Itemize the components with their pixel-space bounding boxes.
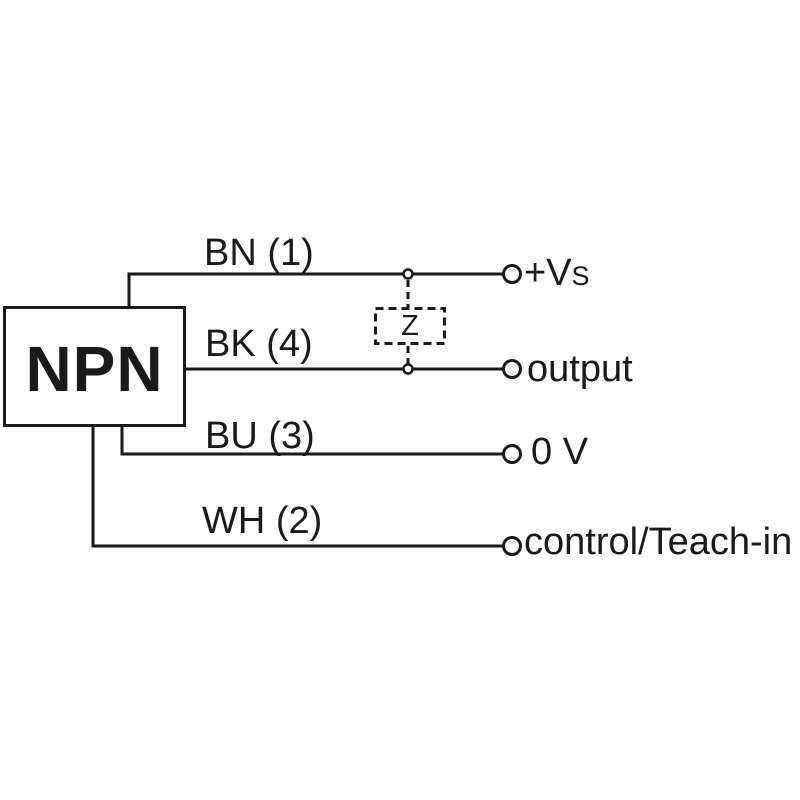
device-box: NPN <box>3 306 186 427</box>
terminal-circle-control <box>502 536 522 556</box>
wire-bn-line <box>127 272 503 307</box>
terminal-label-0v: 0 V <box>531 431 589 473</box>
terminal-circle-0v <box>502 444 522 464</box>
terminal-label-vs: +VS <box>524 254 590 292</box>
wire-label-bk: BK (4) <box>205 323 313 365</box>
wire-label-bn: BN (1) <box>204 232 314 274</box>
terminal-label-vs-sub: S <box>571 261 590 291</box>
wire-bu-line <box>120 426 503 456</box>
wire-label-bu: BU (3) <box>205 415 315 457</box>
terminal-label-control: control/Teach-in <box>524 521 793 563</box>
impedance-box: Z <box>374 307 446 345</box>
terminal-label-output: output <box>527 348 633 390</box>
terminal-label-vs-main: +V <box>524 252 572 294</box>
impedance-label: Z <box>401 309 419 342</box>
impedance-box-outline <box>374 307 446 345</box>
terminal-circle-output <box>502 359 522 379</box>
junction-dot-bn <box>402 268 414 280</box>
wire-wh-line <box>91 426 502 548</box>
device-label: NPN <box>25 333 164 405</box>
junction-dot-bk <box>402 363 414 375</box>
terminal-circle-vs <box>502 264 522 284</box>
wire-label-wh: WH (2) <box>202 500 323 542</box>
